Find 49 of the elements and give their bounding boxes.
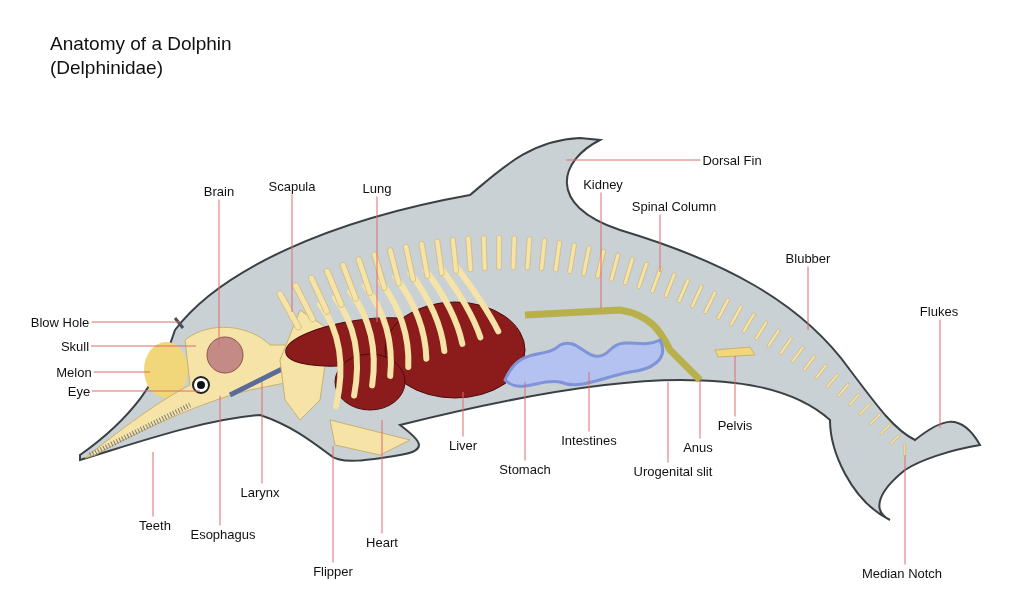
leader-line <box>376 196 378 323</box>
leader-line <box>91 321 181 323</box>
part-label: Blubber <box>783 249 833 267</box>
leader-line <box>524 381 526 461</box>
part-label: Liver <box>446 436 480 454</box>
leader-line <box>588 371 590 432</box>
part-label: Dorsal Fin <box>700 151 764 169</box>
leader-line <box>807 266 809 331</box>
part-label: Stomach <box>497 460 553 478</box>
leader-line <box>219 395 221 526</box>
part-label: Melon <box>54 363 94 381</box>
leader-line <box>667 381 669 463</box>
leader-line <box>152 451 154 517</box>
leader-line <box>600 192 602 309</box>
leader-line <box>659 214 661 273</box>
part-label: Heart <box>364 533 400 551</box>
title: Anatomy of a Dolphin (Delphinidae) <box>50 32 233 80</box>
part-label: Eye <box>65 382 93 400</box>
leader-line <box>565 159 701 161</box>
part-label: Spinal Column <box>629 197 719 215</box>
part-label: Anus <box>681 438 715 456</box>
part-label: Pelvis <box>715 416 755 434</box>
part-label: Blow Hole <box>28 313 92 331</box>
leader-line <box>218 199 220 349</box>
leader-line <box>90 345 197 347</box>
part-label: Brain <box>201 182 237 200</box>
leader-line <box>734 355 736 417</box>
part-label: Intestines <box>559 431 619 449</box>
part-label: Teeth <box>137 516 173 534</box>
leader-line <box>91 390 201 392</box>
part-label: Skull <box>58 337 92 355</box>
part-label: Median Notch <box>859 564 945 582</box>
leader-line <box>939 319 941 429</box>
part-label: Urogenital slit <box>631 462 715 480</box>
part-label: Kidney <box>581 175 625 193</box>
part-label: Flukes <box>917 302 961 320</box>
part-label: Flipper <box>311 562 355 580</box>
leader-line <box>332 445 334 563</box>
leader-line <box>904 454 906 565</box>
part-label: Lung <box>360 179 394 197</box>
leader-line <box>93 371 151 373</box>
leader-line <box>261 381 263 484</box>
part-label: Scapula <box>266 177 318 195</box>
leader-line <box>381 419 383 534</box>
leader-line <box>291 194 293 313</box>
part-label: Larynx <box>238 483 282 501</box>
part-label: Esophagus <box>188 525 258 543</box>
leader-line <box>462 391 464 437</box>
leader-line <box>699 379 701 439</box>
